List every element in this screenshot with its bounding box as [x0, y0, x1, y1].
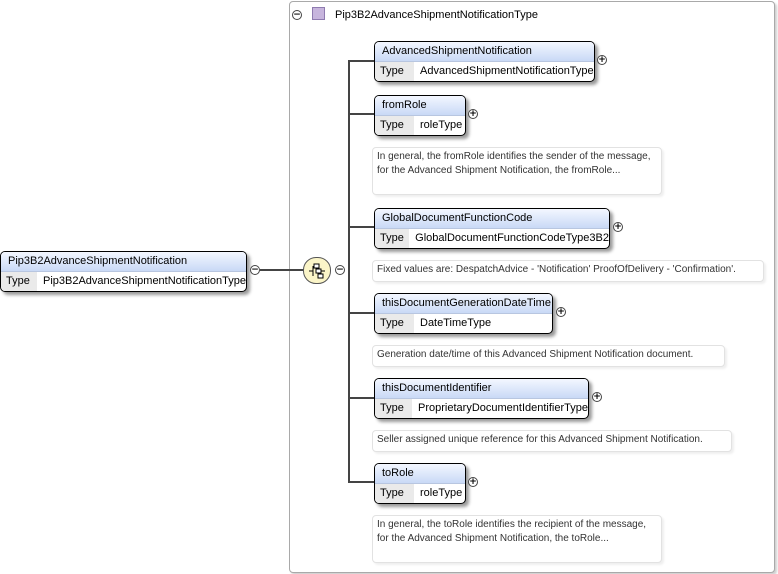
root-element[interactable]: Pip3B2AdvanceShipmentNotification Type Pi…: [0, 251, 247, 292]
complex-type-container: [289, 1, 775, 573]
expand-icon[interactable]: +: [468, 477, 478, 487]
type-label: Type: [375, 399, 413, 418]
element-name: Pip3B2AdvanceShipmentNotification: [1, 252, 246, 272]
collapse-root-icon[interactable]: −: [250, 265, 260, 275]
child-element-advancedshipmentnotification[interactable]: AdvancedShipmentNotification Type Advance…: [374, 41, 595, 82]
child-element-globaldocumentfunctioncode[interactable]: GlobalDocumentFunctionCode Type GlobalDoc…: [374, 208, 610, 249]
collapse-compositor-icon[interactable]: −: [335, 265, 345, 275]
type-value: ProprietaryDocumentIdentifierType: [418, 402, 588, 414]
type-value: Pip3B2AdvanceShipmentNotificationType: [42, 275, 246, 287]
type-label: Type: [375, 116, 414, 135]
branch-line: [348, 312, 374, 314]
complex-type-title: Pip3B2AdvanceShipmentNotificationType: [335, 9, 539, 21]
element-name: fromRole: [375, 96, 465, 116]
branch-line: [348, 481, 374, 483]
annotation-note: Generation date/time of this Advanced Sh…: [372, 345, 725, 367]
expand-icon[interactable]: +: [597, 55, 607, 65]
annotation-note: In general, the toRole identifies the re…: [372, 515, 662, 563]
collapse-type-icon[interactable]: −: [292, 10, 302, 20]
annotation-note: In general, the fromRole identifies the …: [372, 147, 662, 195]
annotation-note: Seller assigned unique reference for thi…: [372, 430, 732, 452]
branch-line: [348, 226, 374, 228]
type-value: GlobalDocumentFunctionCodeType3B2: [415, 232, 609, 244]
element-name: GlobalDocumentFunctionCode: [375, 209, 609, 229]
branch-line: [348, 113, 374, 115]
type-label: Type: [375, 229, 410, 248]
type-value: DateTimeType: [420, 317, 492, 329]
element-name: thisDocumentIdentifier: [375, 379, 588, 399]
branch-line: [348, 397, 374, 399]
annotation-note: Fixed values are: DespatchAdvice - 'Noti…: [372, 260, 764, 282]
sequence-spine-line: [348, 60, 350, 483]
expand-icon[interactable]: +: [468, 109, 478, 119]
child-element-torole[interactable]: toRole Type roleType: [374, 463, 466, 504]
child-element-thisdocumentidentifier[interactable]: thisDocumentIdentifier Type ProprietaryDo…: [374, 378, 589, 419]
connector-line: [260, 269, 305, 271]
child-element-thisdocumentgenerationdatetime[interactable]: thisDocumentGenerationDateTime Type DateT…: [374, 293, 553, 334]
type-label: Type: [375, 484, 414, 503]
type-label: Type: [375, 62, 414, 81]
type-value: AdvancedShipmentNotificationType: [420, 65, 594, 77]
complex-type-icon: [312, 7, 325, 20]
type-label: Type: [1, 272, 37, 291]
type-value: roleType: [420, 119, 463, 131]
type-label: Type: [375, 314, 414, 333]
expand-icon[interactable]: +: [613, 222, 623, 232]
type-value: roleType: [420, 487, 463, 499]
sequence-compositor-icon[interactable]: [303, 257, 331, 284]
child-element-fromrole[interactable]: fromRole Type roleType: [374, 95, 466, 136]
element-name: AdvancedShipmentNotification: [375, 42, 594, 62]
expand-icon[interactable]: +: [556, 307, 566, 317]
element-name: thisDocumentGenerationDateTime: [375, 294, 552, 314]
branch-line: [348, 60, 374, 62]
expand-icon[interactable]: +: [592, 392, 602, 402]
element-name: toRole: [375, 464, 465, 484]
